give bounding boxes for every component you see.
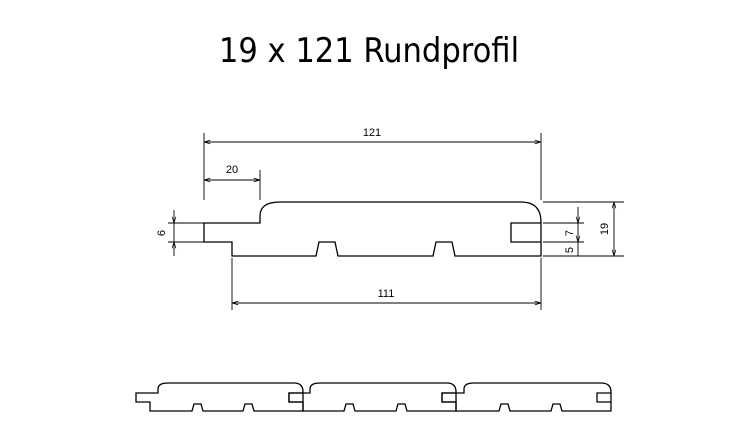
assembled-boards — [135, 382, 612, 412]
dim-111-label: 111 — [378, 288, 395, 300]
dimension-right: 7 5 19 — [543, 201, 624, 257]
board-2 — [288, 382, 457, 412]
drawing-title: 19 x 121 Rundprofil — [219, 31, 519, 71]
dim-6-label: 6 — [156, 230, 168, 236]
dim-121-label: 121 — [363, 127, 381, 139]
dimension-6: 6 — [156, 210, 204, 256]
main-profile-outline — [203, 201, 542, 257]
dimension-111: 111 — [231, 258, 542, 310]
dim-5-label: 5 — [564, 247, 576, 253]
groove — [510, 222, 541, 243]
dim-19-label: 19 — [599, 223, 611, 235]
board-3 — [441, 382, 612, 412]
board-1 — [135, 382, 304, 412]
dim-20-label: 20 — [226, 164, 238, 176]
dimension-121: 121 — [203, 127, 542, 200]
dimension-20: 20 — [204, 164, 261, 200]
dim-7-label: 7 — [564, 230, 576, 236]
